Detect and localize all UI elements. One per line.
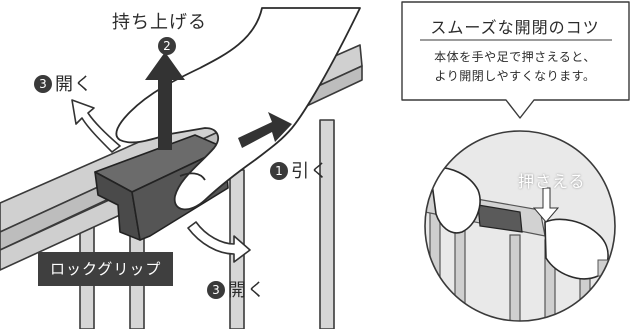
step-lift-label: 持ち上げる [112,12,207,33]
arrow-pull [238,112,292,148]
gate-bar [319,119,335,330]
tip-callout [401,1,630,119]
arrow-lift [145,52,185,150]
tip-body: 本体を手や足で押さえると、 より開閉しやすくなります。 [405,48,625,86]
lock-grip-label: ロックグリップ [38,252,174,286]
tip-line-2: より開閉しやすくなります。 [434,69,596,83]
press-label: 押さえる [518,172,586,191]
step-lift-number: 2 [158,36,179,57]
arrow-open-top [71,99,121,153]
arrow-open-bottom [187,221,251,263]
inset-illustration [425,131,615,321]
tip-line-1: 本体を手や足で押さえると、 [434,50,596,64]
tip-title: スムーズな開閉のコツ [430,18,600,37]
inset-border [424,130,616,322]
